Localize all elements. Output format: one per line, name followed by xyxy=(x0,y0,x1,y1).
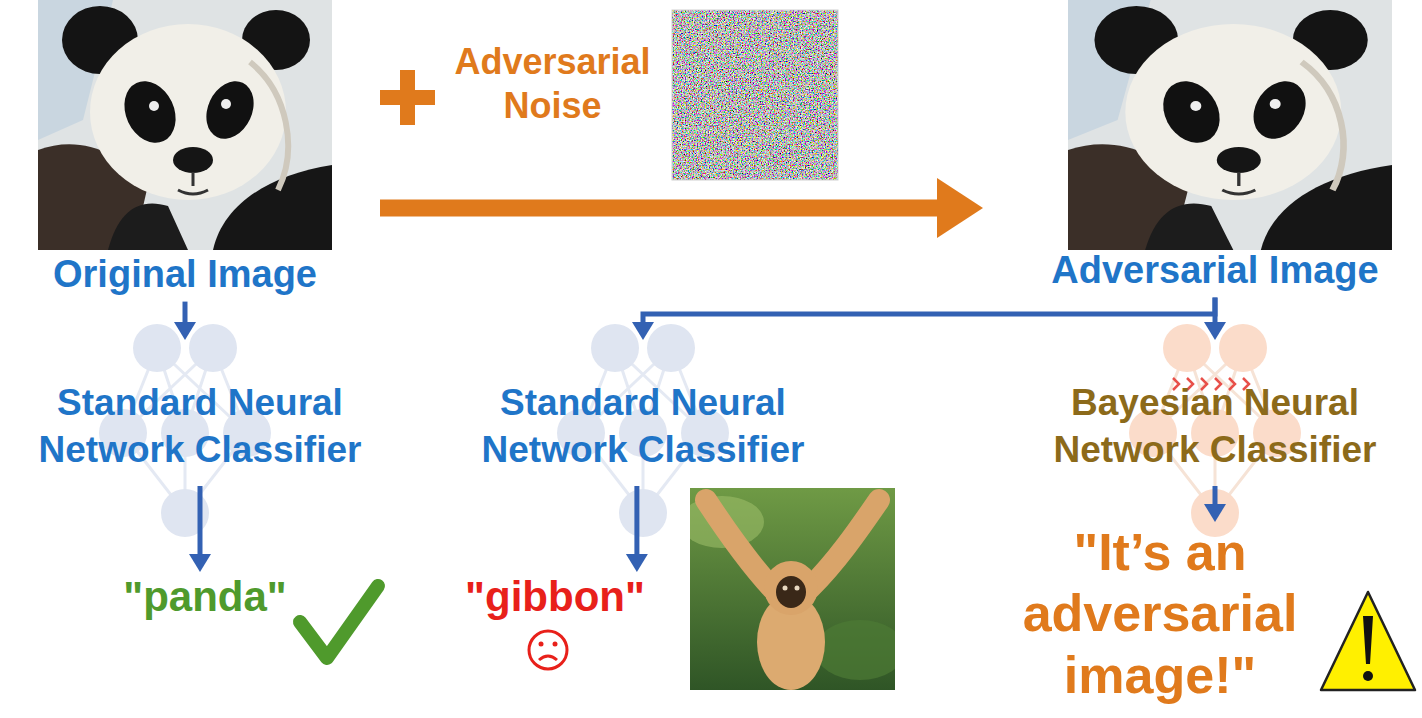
gibbon-eye xyxy=(795,586,800,591)
exclamation-dot xyxy=(1363,671,1373,681)
arrow-connector xyxy=(1204,486,1226,522)
gibbon-face xyxy=(776,576,806,608)
check-mark xyxy=(300,586,378,658)
node-text: "gibbon" xyxy=(465,572,645,622)
arrow-connector xyxy=(626,486,648,572)
exclamation-bar xyxy=(1363,616,1373,664)
gibbon-arm xyxy=(810,500,879,588)
noise-label: Adversarial Noise xyxy=(440,40,665,128)
sad-face xyxy=(529,631,567,669)
image-caption: Adversarial Image xyxy=(1035,0,1395,296)
warning-text: "It’s an adversarial image!" xyxy=(995,522,1325,706)
classifier-label: Standard Neural Network Classifier xyxy=(463,340,823,484)
arrow-head xyxy=(1204,322,1226,340)
arrow-connector xyxy=(189,486,211,572)
face-eye xyxy=(553,642,558,647)
face-mouth xyxy=(539,656,557,660)
arrow-connector xyxy=(632,298,1215,340)
prediction-text: "gibbon" xyxy=(461,572,649,622)
connectors xyxy=(174,178,1226,572)
arrow-connector xyxy=(174,302,196,340)
connector-line xyxy=(643,298,1215,328)
connector-line xyxy=(198,486,203,559)
foliage xyxy=(815,620,895,680)
warning-triangle xyxy=(1321,592,1415,690)
gibbon-eye xyxy=(783,586,788,591)
arrow-head xyxy=(632,322,654,340)
warning-sign xyxy=(1321,592,1415,690)
classifier-label: Standard Neural Network Classifier xyxy=(20,340,380,484)
image-caption: Original Image xyxy=(38,0,332,300)
arrow-head xyxy=(174,322,196,340)
node-text: Standard Neural Network Classifier xyxy=(24,380,376,474)
prediction-text: "panda" xyxy=(119,572,291,622)
connector-line xyxy=(380,200,951,217)
noise-border xyxy=(672,10,838,180)
gibbon-photo xyxy=(690,488,895,690)
node-text: Adversarial Image xyxy=(1039,248,1391,294)
face-outline xyxy=(529,631,567,669)
adversarial-panda-photo xyxy=(1068,0,1392,250)
connector-line xyxy=(634,486,639,559)
arrow-head xyxy=(937,178,983,238)
plus-sign xyxy=(380,70,435,125)
gibbon-arm xyxy=(706,500,772,588)
node-text: Standard Neural Network Classifier xyxy=(467,380,819,474)
node-text: "panda" xyxy=(123,572,287,622)
node-text: "It’s an adversarial image!" xyxy=(999,522,1321,706)
face-eye xyxy=(539,642,544,647)
arrow-connector xyxy=(380,178,983,238)
arrow-head xyxy=(1204,504,1226,522)
classifier-label: Bayesian Neural Network Classifier xyxy=(1035,340,1395,484)
arrow-connector xyxy=(1204,298,1226,340)
node-text: Original Image xyxy=(42,252,328,298)
node-text: Bayesian Neural Network Classifier xyxy=(1039,380,1391,474)
noise-image xyxy=(672,10,838,180)
gibbon-head xyxy=(764,561,818,615)
arrow-head xyxy=(626,554,648,572)
original-panda-photo xyxy=(38,0,332,250)
arrow-head xyxy=(189,554,211,572)
